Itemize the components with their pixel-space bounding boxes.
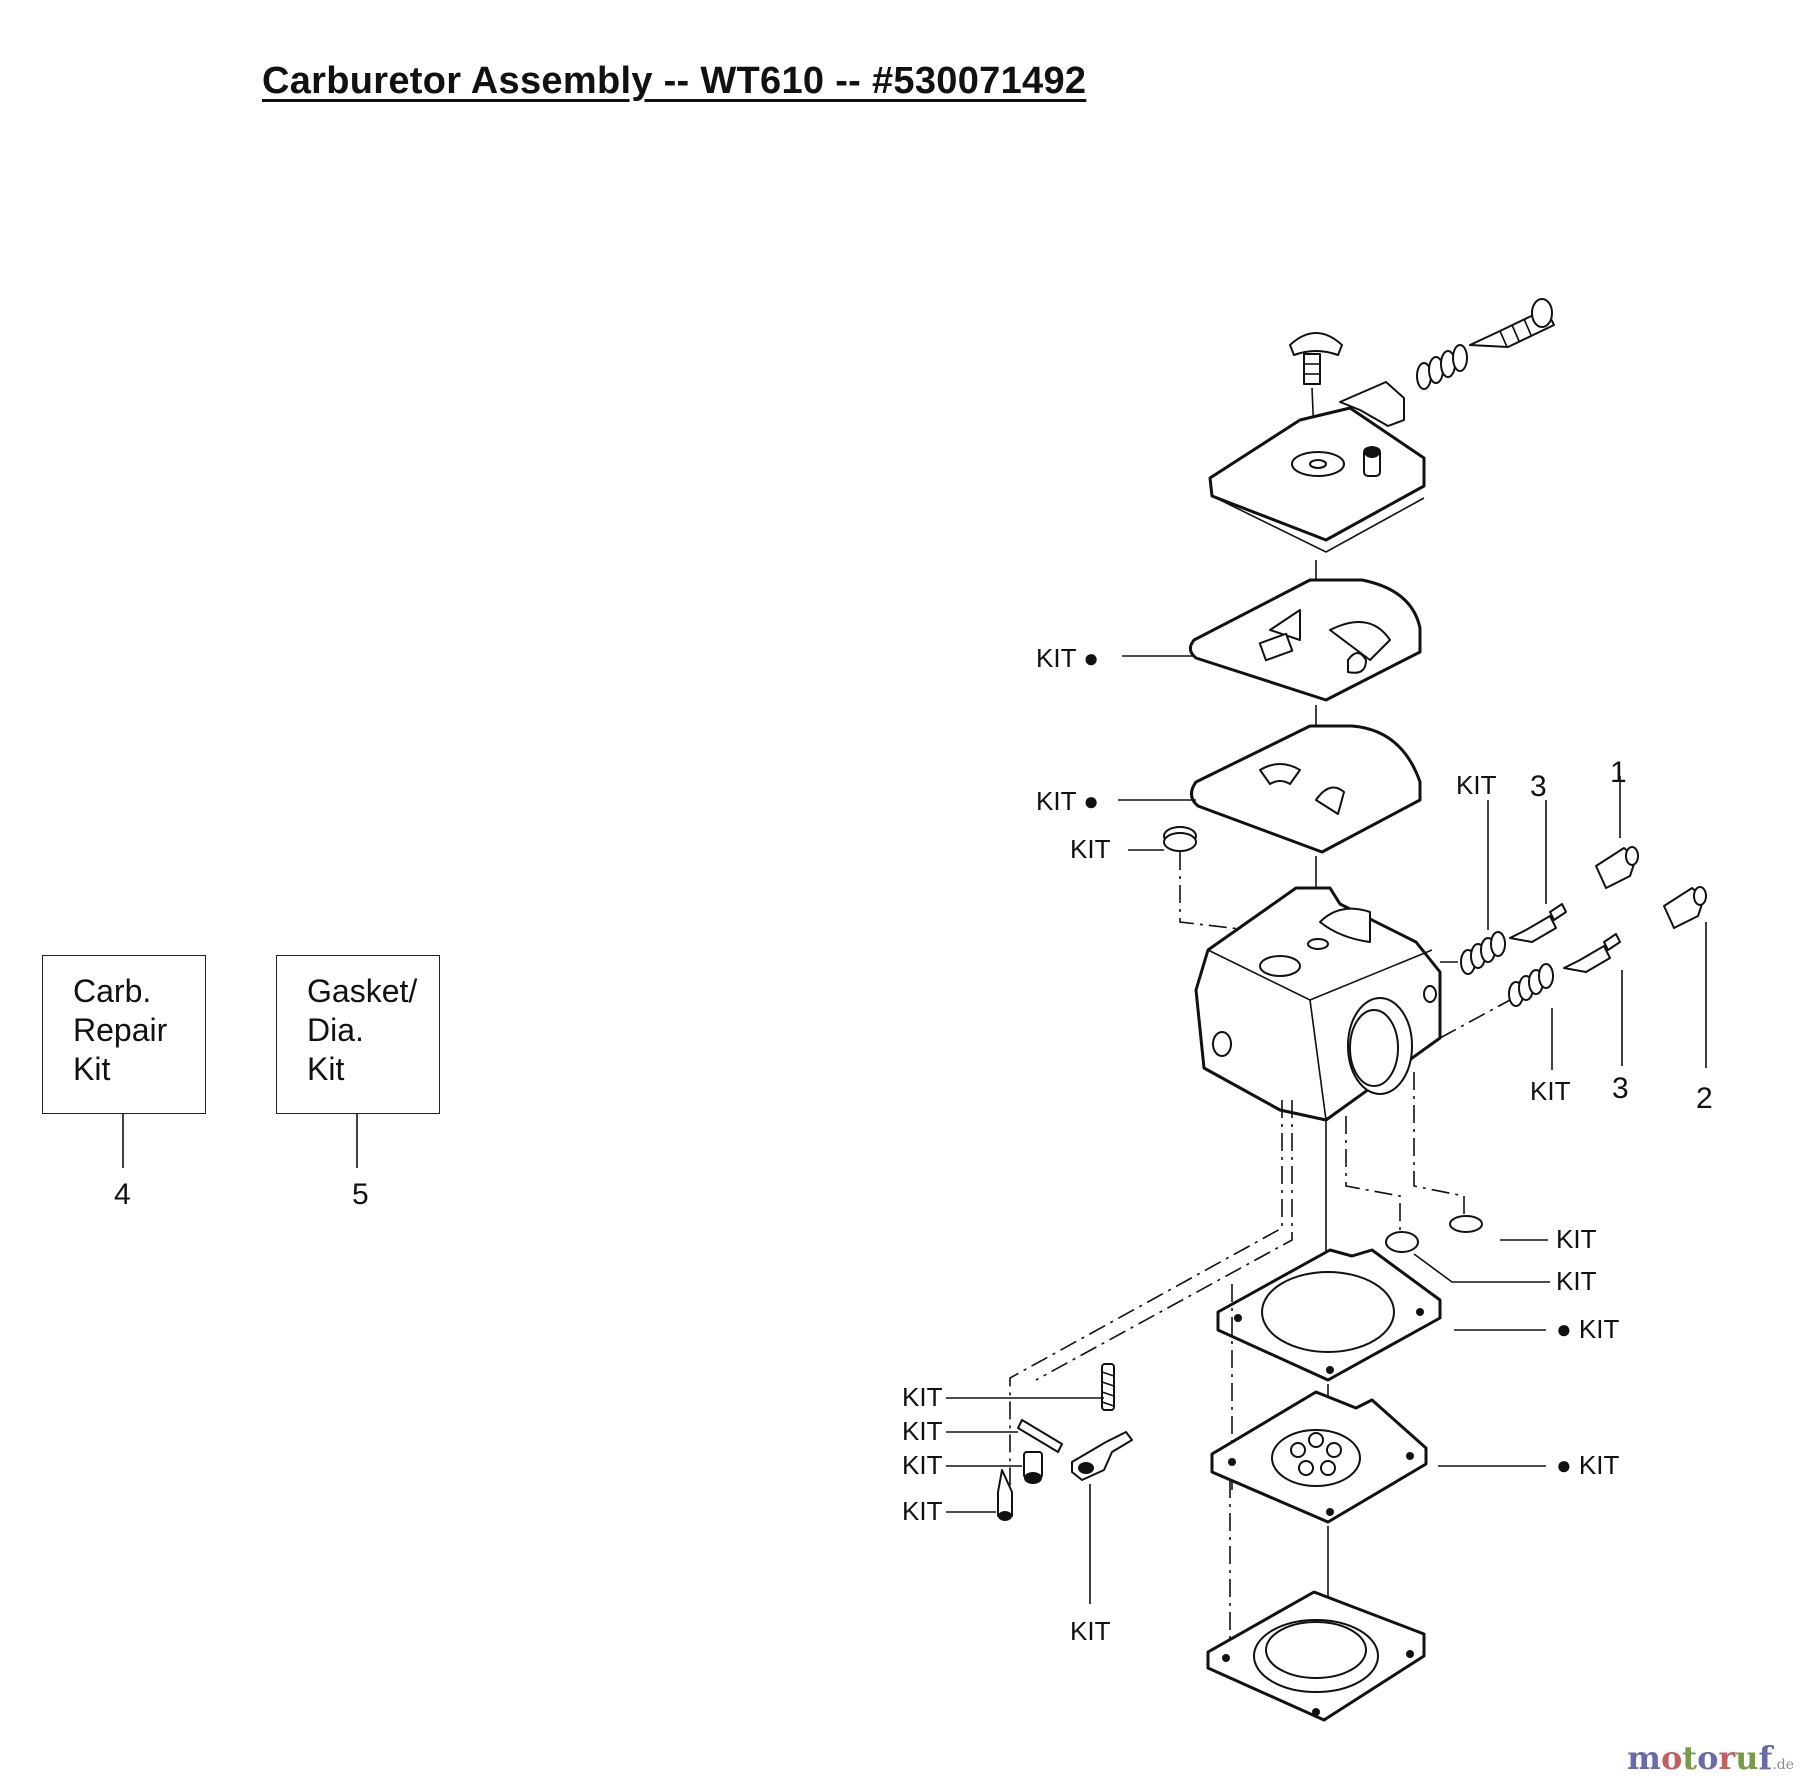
metering-diaphragm (1210, 1390, 1428, 1524)
carb-repair-kit-ref: 4 (114, 1178, 131, 1211)
low-speed-needle (1509, 903, 1567, 943)
inlet-screen (1163, 826, 1197, 852)
label-kit-lever-pin: KIT (902, 1416, 943, 1446)
kit-box-line: Carb. (73, 973, 152, 1009)
inlet-needle (997, 1469, 1013, 1521)
screen (1449, 1215, 1483, 1233)
carb-repair-kit-box: Carb. Repair Kit (42, 955, 206, 1114)
kit-box-line: Kit (73, 1051, 111, 1087)
label-kit-metering-diaphragm: ● KIT (1556, 1450, 1620, 1480)
lever-pin (1017, 1419, 1063, 1453)
label-ref-1: 1 (1610, 756, 1627, 789)
metering-gasket (1216, 1248, 1442, 1382)
metering-lever (1071, 1431, 1133, 1481)
limiter-cap-1 (1595, 846, 1639, 889)
carburetor-body (1194, 886, 1442, 1122)
watermark-letter: r (1718, 1739, 1736, 1777)
inlet-needle-seat (1023, 1451, 1043, 1484)
label-ref-3-top: 3 (1530, 770, 1547, 803)
high-speed-needle (1563, 933, 1621, 973)
metering-cover (1206, 1590, 1426, 1722)
label-kit-needle-seat: KIT (902, 1450, 943, 1480)
page-title: Carburetor Assembly -- WT610 -- #5300714… (262, 60, 1087, 102)
high-speed-spring (1508, 963, 1554, 1007)
welch-plug (1385, 1231, 1419, 1253)
kit-box-line: Repair (73, 1012, 168, 1048)
label-ref-2: 2 (1696, 1082, 1713, 1115)
label-kit-metering-lever: KIT (1070, 1616, 1111, 1646)
watermark-suffix: .de (1772, 1757, 1794, 1773)
pump-diaphragm (1190, 724, 1422, 854)
idle-adjust-needle (1469, 298, 1555, 348)
kit-box-line: Dia. (307, 1012, 364, 1048)
watermark-letter: m (1627, 1739, 1661, 1777)
label-kit-pump-diaphragm: KIT ● (1036, 786, 1099, 816)
watermark-letter: u (1735, 1739, 1759, 1777)
watermark-letter: o (1697, 1739, 1719, 1777)
label-ref-3-bottom: 3 (1612, 1072, 1629, 1105)
gasket-dia-kit-ref: 5 (352, 1178, 369, 1211)
label-kit-inlet-needle: KIT (902, 1496, 943, 1526)
label-kit-low-spring: KIT (1456, 770, 1497, 800)
pump-gasket (1189, 578, 1422, 702)
label-kit-high-spring: KIT (1530, 1076, 1571, 1106)
label-kit-screen: KIT (1556, 1224, 1597, 1254)
label-kit-pump-gasket: KIT ● (1036, 643, 1099, 673)
top-cover-screw (1289, 332, 1343, 385)
watermark-letter: f (1758, 1739, 1773, 1777)
label-kit-metering-gasket: ● KIT (1556, 1314, 1620, 1344)
watermark-name: motoruf (1627, 1739, 1772, 1777)
kit-box-line: Gasket/ (307, 973, 418, 1009)
label-kit-welch-plug: KIT (1556, 1266, 1597, 1296)
limiter-cap-2 (1663, 886, 1707, 929)
metering-spring (1101, 1363, 1115, 1411)
label-kit-inlet-screen: KIT (1070, 834, 1111, 864)
pump-cover (1208, 381, 1426, 553)
label-kit-metering-spring: KIT (902, 1382, 943, 1412)
idle-spring (1416, 344, 1468, 390)
watermark-letter: t (1682, 1739, 1698, 1777)
watermark-logo: motoruf.de (1627, 1739, 1794, 1777)
watermark-letter: o (1660, 1739, 1683, 1777)
kit-box-line: Kit (307, 1051, 345, 1087)
low-speed-spring (1460, 931, 1506, 975)
gasket-dia-kit-box: Gasket/ Dia. Kit (276, 955, 440, 1114)
